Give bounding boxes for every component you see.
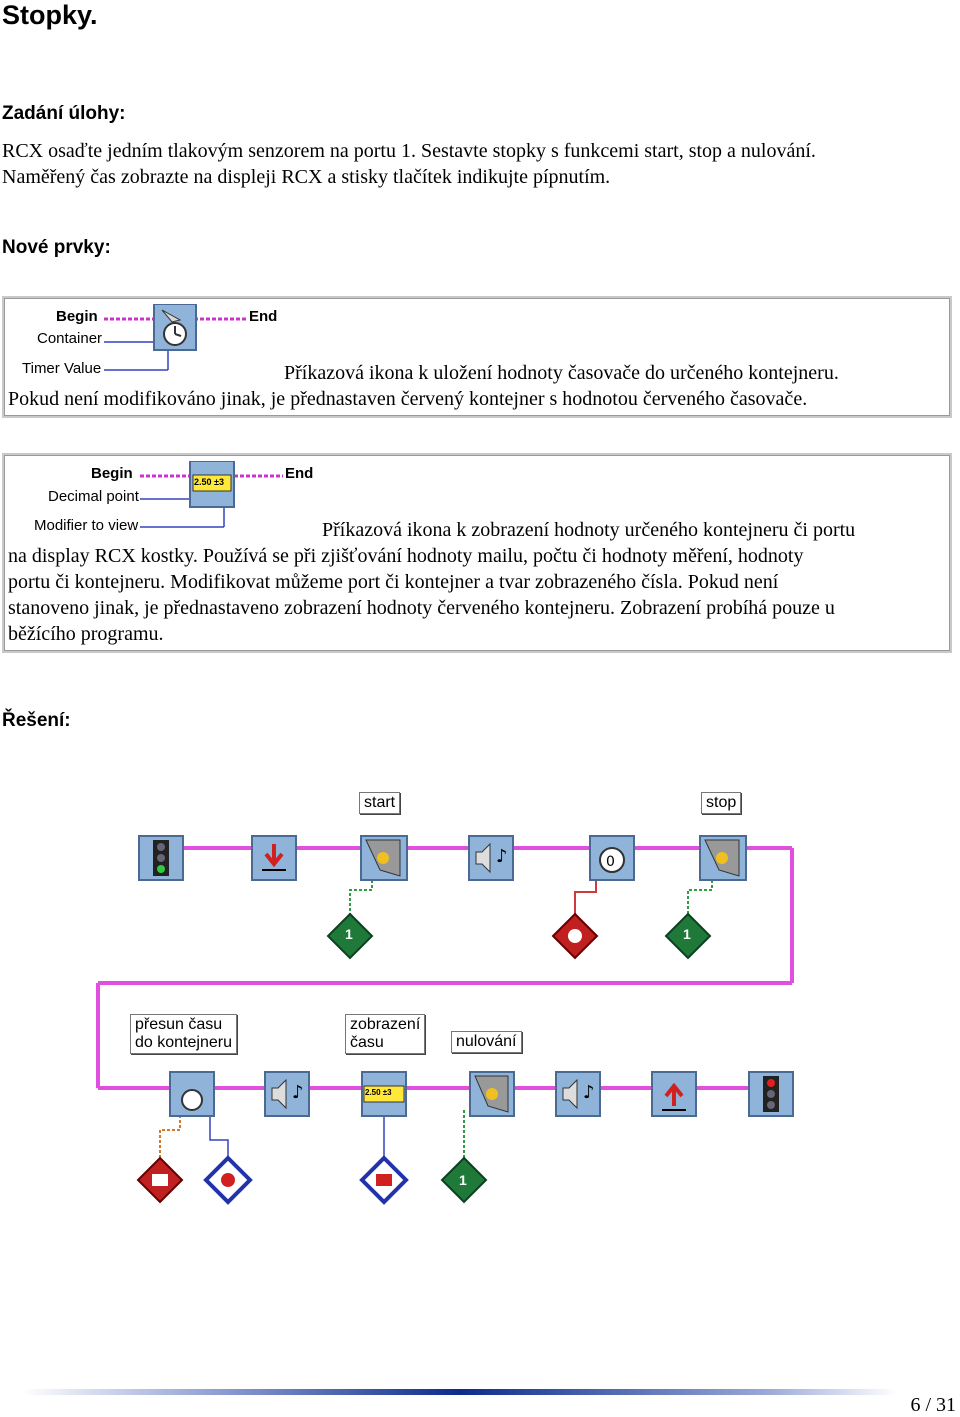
label-stop-text: stop: [706, 794, 737, 811]
item2-text-line-1: Příkazová ikona k zobrazení hodnoty urče…: [322, 519, 856, 541]
item2-end-label: End: [285, 465, 314, 482]
svg-text:0: 0: [606, 854, 615, 870]
port-label-2: 1: [683, 926, 691, 942]
task-heading: Zadání úlohy:: [2, 103, 126, 124]
label-start-text: start: [364, 794, 396, 811]
display-value-icon: [140, 461, 283, 528]
task-line-2: Naměřený čas zobrazte na displeji RCX a …: [2, 166, 611, 188]
label-stop: stop: [701, 792, 742, 814]
label-transfer-line-2: do kontejneru: [135, 1034, 232, 1051]
new-item-display-box: Begin End Decimal point Modifier to view…: [2, 453, 952, 653]
store-timer-icon: [104, 304, 247, 371]
item1-begin-label: Begin: [56, 308, 98, 325]
item1-text-line-2: Pokud není modifikováno jinak, je předna…: [8, 388, 808, 410]
item2-modifier-label: Modifier to view: [34, 517, 139, 534]
item2-text-line-4: stanoveno jinak, je přednastaveno zobraz…: [8, 597, 835, 619]
port-1-diamond-1: [326, 912, 374, 960]
new-item-timer-box: Begin End Container Timer Value Příkazov…: [2, 296, 952, 418]
item2-text-line-3: portu či kontejneru. Modifikovat můžeme …: [8, 571, 779, 593]
wait-sensor-icon-3: [469, 1071, 515, 1117]
item1-description: Příkazová ikona k uložení hodnoty časova…: [8, 360, 946, 412]
traffic-light-stop-icon: [748, 1071, 794, 1117]
label-reset: nulování: [451, 1031, 522, 1053]
display-value-icon-2: [361, 1071, 407, 1117]
task-line-1: RCX osaďte jedním tlakovým senzorem na p…: [2, 140, 816, 162]
port-1-diamond-2: [664, 912, 712, 960]
traffic-light-start-icon: [138, 835, 184, 881]
wait-sensor-icon-1: [360, 835, 408, 881]
red-timer-diamond: [551, 912, 599, 960]
item1-timer-label: Timer Value: [22, 360, 102, 377]
item1-text-line-1: Příkazová ikona k uložení hodnoty časova…: [284, 362, 839, 384]
page-number: 6 / 31: [910, 1394, 956, 1416]
down-arrow-icon: [251, 835, 297, 881]
jump-up-arrow-icon: [651, 1071, 697, 1117]
svg-text:♪: ♪: [496, 846, 508, 867]
item1-container-label: Container: [37, 330, 103, 347]
label-display: zobrazení času: [345, 1014, 426, 1054]
item2-icon-text: 2.50 ±3: [194, 477, 224, 487]
red-timer-diamond-2: [203, 1155, 253, 1205]
footer-bar: [22, 1389, 897, 1395]
sound-icon-3: ♪: [555, 1071, 601, 1117]
store-timer-icon-2: [169, 1071, 215, 1117]
program-diagram: ♪ 0 ♪ ♪: [96, 835, 794, 1205]
item2-description: Příkazová ikona k zobrazení hodnoty urče…: [8, 517, 946, 647]
solution-heading: Řešení:: [2, 710, 71, 731]
port-1-diamond-3: [440, 1156, 488, 1204]
port-label-1: 1: [345, 926, 353, 942]
port-label-3: 1: [459, 1172, 467, 1188]
display-container-diamond: [359, 1155, 409, 1205]
svg-text:♪: ♪: [292, 1082, 304, 1103]
item1-end-label: End: [249, 308, 278, 325]
new-items-heading: Nové prvky:: [2, 237, 111, 258]
label-start: start: [359, 792, 401, 814]
wait-sensor-icon-2: [699, 835, 747, 881]
label-transfer-line-1: přesun času: [135, 1016, 223, 1033]
reset-timer-icon: 0: [589, 835, 635, 881]
item2-decimal-label: Decimal point: [48, 488, 139, 505]
red-container-diamond: [136, 1156, 184, 1204]
sound-icon-2: ♪: [264, 1071, 310, 1117]
label-reset-text: nulování: [456, 1033, 517, 1050]
diagram-display-text: 2.50 ±3: [365, 1088, 392, 1097]
svg-text:♪: ♪: [583, 1082, 595, 1103]
sound-icon-1: ♪: [468, 835, 514, 881]
item2-begin-label: Begin: [91, 465, 133, 482]
label-transfer: přesun času do kontejneru: [130, 1014, 237, 1054]
page-title: Stopky.: [2, 0, 98, 30]
task-text: RCX osaďte jedním tlakovým senzorem na p…: [2, 138, 942, 190]
label-display-line-2: času: [350, 1034, 384, 1051]
item2-text-line-2: na display RCX kostky. Používá se při zj…: [8, 545, 804, 567]
label-display-line-1: zobrazení: [350, 1016, 421, 1033]
item2-text-line-5: běžícího programu.: [8, 623, 164, 645]
